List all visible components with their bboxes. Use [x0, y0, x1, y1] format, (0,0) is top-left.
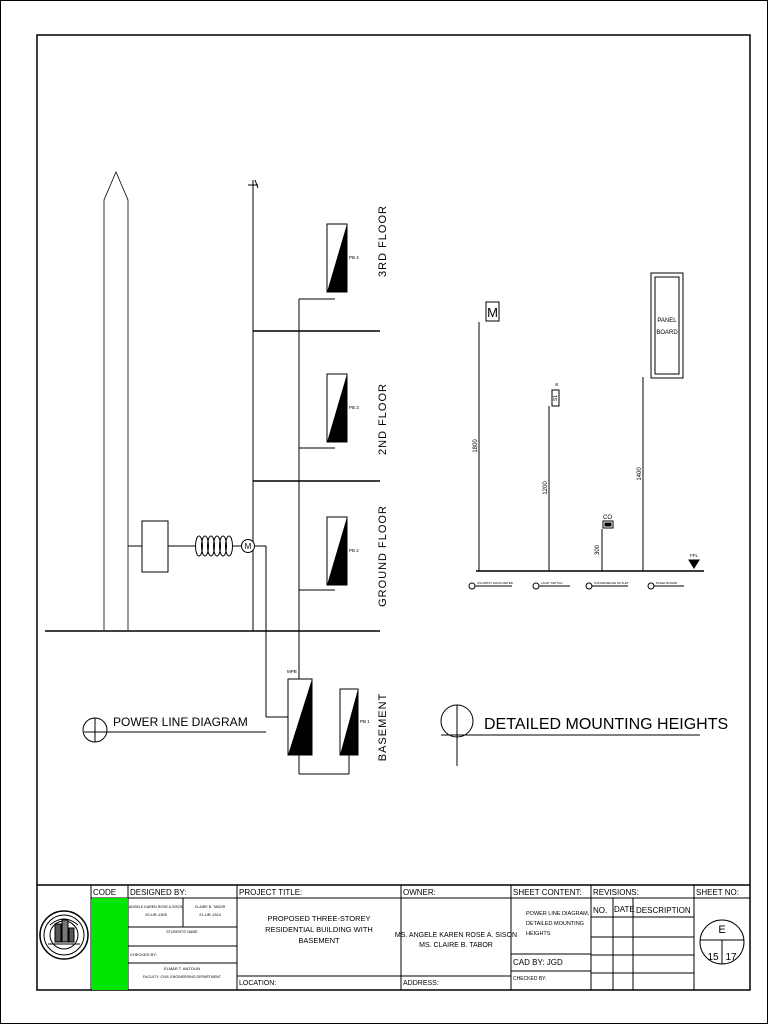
tb-address-label: ADDRESS:	[403, 980, 439, 987]
tb-designer2-name: CLAIRE B. TABOR	[195, 905, 226, 909]
legend-meter: KILOWATT HOUR METER	[477, 581, 514, 585]
ffl-marker	[688, 559, 700, 569]
panel-board-label-line1: PANEL	[657, 318, 677, 324]
tb-sheet-letter: E	[718, 924, 725, 936]
panel-label-pb1: PB 1	[360, 719, 370, 724]
tb-sheet-content-label: SHEET CONTENT:	[513, 888, 582, 897]
tb-sheet-num: 15	[707, 952, 719, 963]
code-green-block	[92, 898, 128, 990]
panel-label-pb4: PB 4	[349, 255, 359, 260]
tb-sheet-content-line2: DETAILED MOUNTING	[526, 921, 584, 927]
legend-outlet: CONVENIENCE OUTLET	[594, 581, 629, 585]
tb-designer1-id: 20-UR-1305	[145, 912, 168, 917]
tb-cad-by: CAD BY: JGD	[513, 958, 563, 967]
dim-switch: 1200	[543, 481, 549, 495]
ffl-label: FFL	[690, 553, 698, 558]
legend-panel: PANEL BOARD	[656, 581, 678, 585]
meter-letter: M	[245, 542, 252, 551]
panel-label-pb3: PB 3	[349, 405, 359, 410]
tb-project-title-line1: PROPOSED THREE-STOREY	[267, 914, 370, 923]
tb-owner-line1: MS. ANGELE KAREN ROSE A. SISON	[395, 932, 517, 939]
tb-code-label: CODE	[93, 888, 116, 897]
panel-board-pb1	[339, 688, 359, 756]
tb-checker-dept: FACULTY, CIVIL ENGINEERING DEPARTMENT	[143, 975, 222, 979]
mount-outlet-mark: CO	[603, 515, 612, 521]
mount-switch-mark-a: a	[554, 383, 560, 386]
title-block	[37, 884, 750, 990]
tb-students-name-label: STUDENTS' NAME	[166, 930, 198, 934]
tb-rev-desc: DESCRIPTION	[636, 906, 691, 915]
tb-project-title-label: PROJECT TITLE:	[239, 888, 302, 897]
school-seal-logo	[39, 910, 89, 960]
mounting-heights-diagram	[440, 272, 704, 766]
tb-sheet-total: 17	[725, 952, 737, 963]
tb-rev-date: DATE	[614, 905, 635, 914]
service-coil	[195, 535, 233, 557]
mount-meter-box	[485, 301, 500, 322]
mounting-heights-title: DETAILED MOUNTING HEIGHTS	[484, 716, 728, 733]
panel-board-pb4	[326, 223, 348, 293]
tb-owner-label: OWNER:	[403, 888, 436, 897]
floor-label-3rd: 3RD FLOOR	[377, 205, 389, 277]
mount-meter-letter: M	[487, 305, 498, 320]
dim-meter: 1800	[473, 439, 479, 453]
floor-label-ground: GROUND FLOOR	[377, 505, 389, 607]
mount-switch-mark-s1: S1	[553, 395, 559, 401]
floor-label-2nd: 2ND FLOOR	[377, 383, 389, 455]
power-line-diagram-title: POWER LINE DIAGRAM	[113, 715, 248, 729]
title-symbol-power-line	[82, 717, 108, 743]
dim-outlet: 300	[595, 544, 601, 555]
panel-board-pb2	[326, 516, 348, 586]
tb-sheet-no-label: SHEET NO:	[696, 888, 739, 897]
drawing-border	[36, 34, 751, 991]
mount-switch-box	[551, 389, 560, 407]
tb-sheet-content-line3: HEIGHTS	[526, 931, 551, 937]
panel-board-label-line2: BOARD	[656, 330, 678, 336]
tb-checked-by2-label: CHECKED BY:	[513, 976, 547, 982]
panel-label-mpb: MPB	[287, 669, 297, 674]
tb-sheet-content-line1: POWER LINE DIAGRAM,	[526, 911, 590, 917]
tb-checked-by-label: CHECKED BY:	[130, 952, 157, 957]
tb-project-title-line3: BASEMENT	[298, 936, 340, 945]
dim-panel: 1400	[637, 467, 643, 481]
panel-board-mpb	[287, 678, 313, 756]
panel-board-pb3	[326, 373, 348, 443]
tb-checker-name: ELMAR T. ANTOLIN	[164, 966, 200, 971]
tb-designer2-id: 21-UR-1324	[199, 912, 222, 917]
tb-designer1-name: ANGELE KAREN ROSE A.SISON	[129, 905, 184, 909]
tb-owner-line2: MS. CLAIRE B. TABOR	[419, 942, 493, 949]
floor-label-basement: BASEMENT	[377, 693, 389, 762]
power-line-diagram	[45, 170, 380, 775]
tb-location-label: LOCATION:	[239, 980, 276, 987]
service-entrance-box	[141, 520, 169, 573]
panel-label-pb2: PB 2	[349, 548, 359, 553]
tb-project-title-line2: RESIDENTIAL BUILDING WITH	[265, 925, 373, 934]
tb-revisions-label: REVISIONS:	[593, 888, 639, 897]
tb-rev-no: NO.	[593, 906, 607, 915]
legend-switch: LIGHT SWITCH	[541, 581, 562, 585]
service-pole	[103, 170, 129, 630]
tb-designed-by-label: DESIGNED BY:	[130, 888, 186, 897]
